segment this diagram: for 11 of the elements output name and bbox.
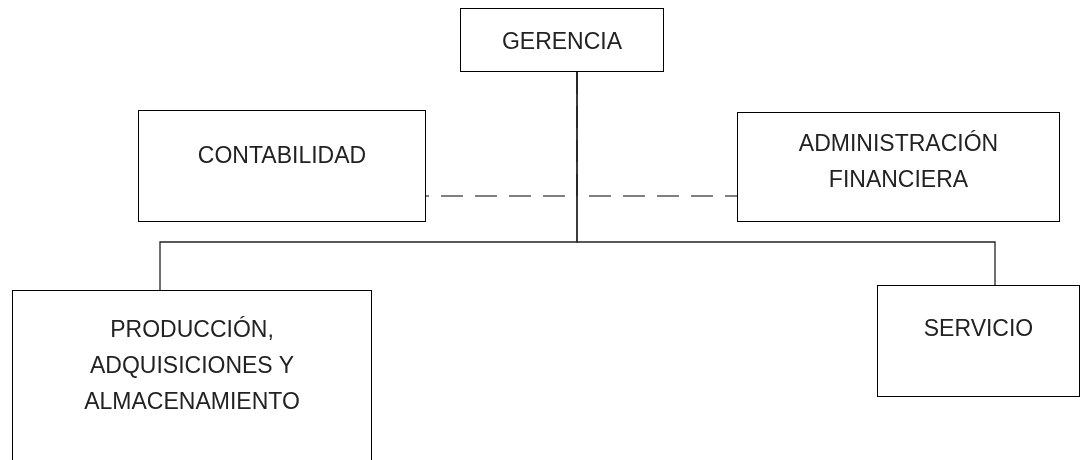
box-label: CONTABILIDAD bbox=[197, 141, 367, 170]
box-label: SERVICIO bbox=[923, 314, 1034, 343]
org-box bbox=[737, 112, 1060, 222]
org-box bbox=[460, 8, 664, 72]
connector-line bbox=[576, 71, 996, 286]
org-box bbox=[12, 290, 372, 460]
box-label: GERENCIA bbox=[501, 27, 623, 56]
box-label: PRODUCCIÓN, ADQUISICIONES Y ALMACENAMIENTO bbox=[83, 315, 301, 416]
org-box bbox=[138, 110, 426, 222]
box-label: ADMINISTRACIÓN FINANCIERA bbox=[797, 129, 1000, 194]
org-box bbox=[877, 285, 1080, 397]
